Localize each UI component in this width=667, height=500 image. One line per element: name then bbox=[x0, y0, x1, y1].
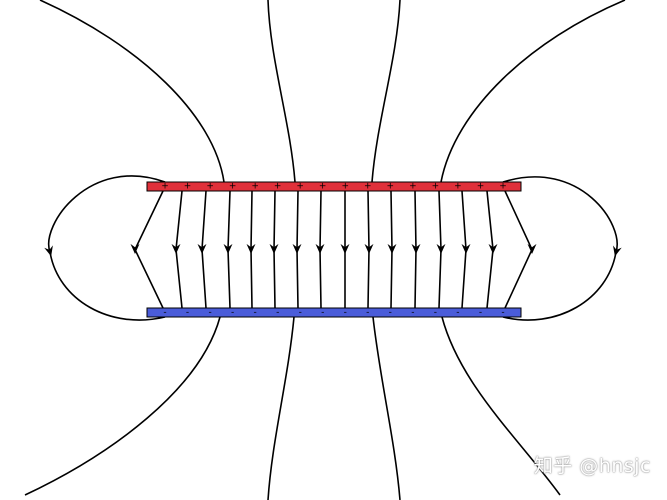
positive-charge-sign: + bbox=[454, 182, 462, 192]
inner-field-line bbox=[504, 190, 537, 309]
positive-charge-sign: + bbox=[184, 182, 192, 192]
negative-plate bbox=[146, 307, 522, 318]
positive-charge-sign: + bbox=[432, 182, 440, 192]
positive-charge-sign: + bbox=[477, 182, 485, 192]
inner-field-line bbox=[223, 190, 233, 309]
negative-charge-sign: - bbox=[456, 308, 459, 318]
negative-charge-signs: ---------------- bbox=[163, 308, 504, 318]
inner-field-line bbox=[171, 190, 183, 309]
top-field-line bbox=[440, 0, 626, 183]
negative-charge-sign: - bbox=[479, 308, 482, 318]
positive-charge-sign: + bbox=[499, 182, 507, 192]
inner-field-line bbox=[315, 190, 325, 309]
positive-charge-sign: + bbox=[319, 182, 327, 192]
inner-field-line bbox=[461, 190, 471, 309]
bottom-field-line bbox=[267, 316, 295, 500]
inner-field-line bbox=[486, 190, 498, 309]
positive-charge-sign: + bbox=[296, 182, 304, 192]
negative-charge-sign: - bbox=[299, 308, 302, 318]
positive-charge-sign: + bbox=[161, 182, 169, 192]
negative-charge-sign: - bbox=[434, 308, 437, 318]
bottom-field-line bbox=[372, 316, 401, 500]
negative-charge-sign: - bbox=[208, 308, 211, 318]
negative-charge-sign: - bbox=[163, 308, 166, 318]
positive-plate bbox=[146, 181, 522, 192]
top-field-line bbox=[371, 0, 401, 183]
inner-field-line bbox=[197, 190, 207, 309]
inner-field-line bbox=[411, 190, 421, 309]
inner-field-line bbox=[387, 190, 397, 309]
negative-charge-sign: - bbox=[344, 308, 347, 318]
inner-field-line bbox=[246, 190, 256, 309]
positive-charge-sign: + bbox=[364, 182, 372, 192]
positive-charge-sign: + bbox=[387, 182, 395, 192]
watermark: 知乎 @hnsjc bbox=[533, 455, 651, 477]
inner-field-line bbox=[292, 190, 302, 309]
negative-charge-sign: - bbox=[411, 308, 414, 318]
positive-charge-signs: + + + + + + + + + + + + + + + + bbox=[161, 182, 507, 192]
negative-charge-sign: - bbox=[366, 308, 369, 318]
positive-charge-sign: + bbox=[409, 182, 417, 192]
positive-charge-sign: + bbox=[229, 182, 237, 192]
bottom-field-line bbox=[24, 316, 221, 496]
top-field-line bbox=[39, 0, 225, 183]
negative-charge-sign: - bbox=[389, 308, 392, 318]
negative-charge-sign: - bbox=[231, 308, 234, 318]
positive-charge-sign: + bbox=[342, 182, 350, 192]
positive-charge-sign: + bbox=[206, 182, 214, 192]
positive-charge-sign: + bbox=[251, 182, 259, 192]
inner-field-line bbox=[269, 190, 279, 309]
negative-charge-sign: - bbox=[321, 308, 324, 318]
positive-charge-sign: + bbox=[274, 182, 282, 192]
plates: + + + + + + + + + + + + + + + + - - - - - - - - - - - - - - - - bbox=[146, 181, 522, 318]
negative-charge-sign: - bbox=[276, 308, 279, 318]
inner-field-line bbox=[436, 190, 446, 309]
outer-loop-field-line bbox=[44, 175, 166, 321]
inner-field-line bbox=[130, 190, 164, 309]
inner-field-line bbox=[364, 190, 374, 309]
field-lines bbox=[24, 0, 626, 500]
negative-charge-sign: - bbox=[501, 308, 504, 318]
outer-loop-field-line bbox=[502, 176, 622, 321]
top-field-line bbox=[267, 0, 296, 183]
negative-charge-sign: - bbox=[186, 308, 189, 318]
negative-charge-sign: - bbox=[253, 308, 256, 318]
bottom-field-line bbox=[441, 316, 561, 496]
